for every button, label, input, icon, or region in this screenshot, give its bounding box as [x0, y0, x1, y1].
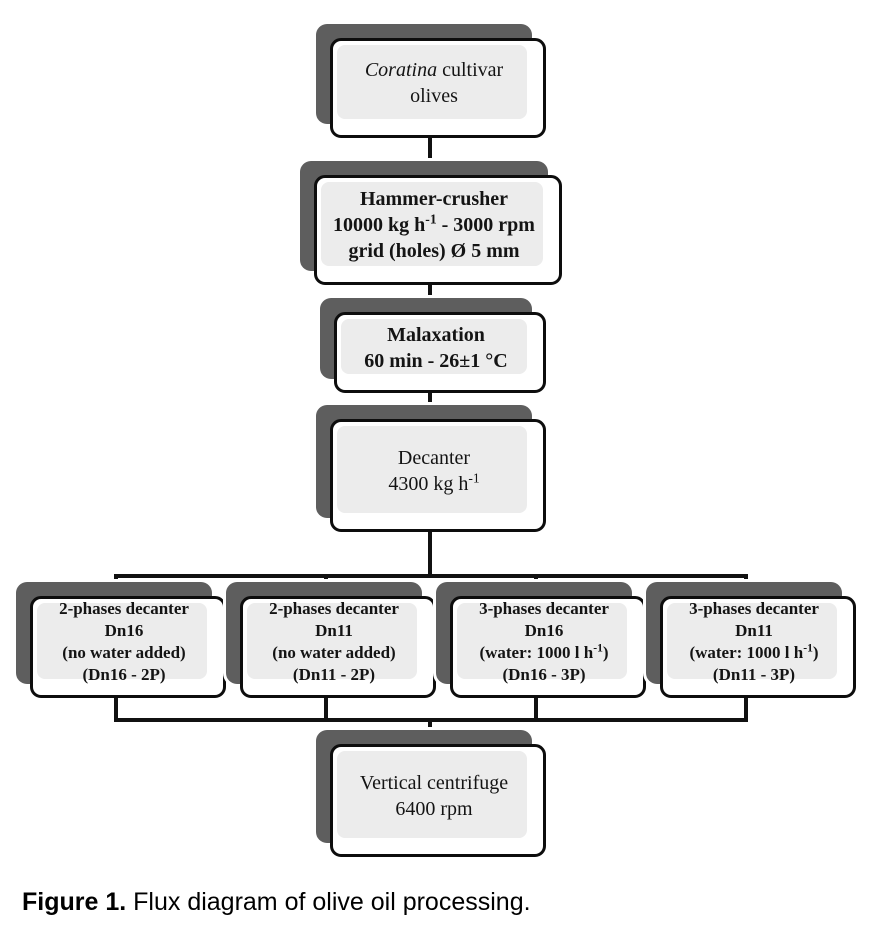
node-label: 3-phases decanter Dn11 (water: 1000 l h-… [660, 596, 856, 698]
node-face [314, 175, 562, 285]
node-branch-dn16-2p: 2-phases decanter Dn16 (no water added) … [16, 582, 226, 698]
node-line-2: 60 min - 26±1 °C [364, 349, 508, 372]
node-inner-panel [337, 45, 527, 119]
node-line-1: Malaxation [387, 323, 485, 346]
node-face [330, 744, 546, 857]
node-inner-panel [341, 319, 527, 374]
node-decanter: Decanter 4300 kg h-1 [316, 405, 546, 532]
node-inner-panel [337, 426, 527, 513]
node-line-2: 10000 kg h-1 - 3000 rpm [333, 211, 535, 236]
node-line-1: Decanter [397, 446, 471, 469]
branch-line-3: (water: 1000 l h-1) [479, 641, 609, 662]
node-face [330, 38, 546, 138]
node-label: 3-phases decanter Dn16 (water: 1000 l h-… [450, 596, 646, 698]
branch-line-1: 3-phases decanter [479, 598, 609, 618]
connector-decanter-to-split [428, 530, 432, 576]
node-branch-dn16-3p: 3-phases decanter Dn16 (water: 1000 l h-… [436, 582, 646, 698]
node-face [30, 596, 226, 698]
connector-crusher-to-malaxation [428, 283, 432, 312]
connector-olives-to-crusher [428, 137, 432, 175]
node-coratina-olives: Coratina cultivar olives [316, 24, 546, 138]
node-line-3: grid (holes) Ø 5 mm [348, 240, 520, 262]
branch-line-2: Dn11 [315, 620, 353, 640]
node-hammer-crusher: Hammer-crusher 10000 kg h-1 - 3000 rpm g… [300, 161, 562, 285]
merge-rise-3 [534, 697, 538, 720]
node-label: Coratina cultivar olives [330, 38, 546, 138]
branch-line-4: (Dn16 - 2P) [82, 665, 166, 685]
node-inner-panel [667, 603, 837, 679]
figure-caption-text: Flux diagram of olive oil processing. [133, 888, 531, 916]
node-face [660, 596, 856, 698]
node-label: 2-phases decanter Dn11 (no water added) … [240, 596, 436, 698]
branch-line-1: 2-phases decanter [59, 598, 189, 618]
node-face [330, 419, 546, 532]
node-inner-panel [337, 751, 527, 838]
node-branch-dn11-2p: 2-phases decanter Dn11 (no water added) … [226, 582, 436, 698]
node-malaxation: Malaxation 60 min - 26±1 °C [320, 298, 546, 393]
node-line-2: 4300 kg h-1 [388, 469, 480, 495]
node-face [450, 596, 646, 698]
figure-caption-label: Figure 1. [22, 888, 127, 916]
merge-rise-2 [324, 697, 328, 720]
node-line-2: olives [410, 85, 458, 107]
node-line-2: 6400 rpm [395, 797, 473, 820]
node-label: 2-phases decanter Dn16 (no water added) … [30, 596, 226, 698]
split-bus [114, 574, 748, 578]
node-inner-panel [457, 603, 627, 679]
figure-caption: Figure 1. Flux diagram of olive oil proc… [22, 888, 868, 917]
node-label: Vertical centrifuge 6400 rpm [330, 744, 546, 857]
merge-rise-1 [114, 697, 118, 720]
branch-line-2: Dn11 [735, 620, 773, 640]
node-face [240, 596, 436, 698]
node-line-1: Coratina cultivar [364, 59, 504, 81]
node-line-1: Vertical centrifuge [359, 771, 509, 794]
branch-line-3: (no water added) [62, 643, 186, 662]
branch-line-4: (Dn11 - 3P) [712, 665, 796, 685]
branch-line-2: Dn16 [524, 620, 564, 640]
node-label: Decanter 4300 kg h-1 [330, 419, 546, 532]
branch-line-4: (Dn16 - 3P) [502, 665, 586, 685]
branch-line-1: 2-phases decanter [269, 598, 399, 618]
branch-line-4: (Dn11 - 2P) [292, 665, 376, 685]
node-inner-panel [321, 182, 543, 266]
node-branch-dn11-3p: 3-phases decanter Dn11 (water: 1000 l h-… [646, 582, 856, 698]
node-inner-panel [247, 603, 417, 679]
node-face [334, 312, 546, 393]
branch-line-2: Dn16 [104, 620, 144, 640]
node-label: Hammer-crusher 10000 kg h-1 - 3000 rpm g… [314, 175, 562, 285]
node-label: Malaxation 60 min - 26±1 °C [334, 312, 546, 393]
branch-line-3: (no water added) [272, 643, 396, 662]
merge-rise-4 [744, 697, 748, 720]
node-inner-panel [37, 603, 207, 679]
node-vertical-centrifuge: Vertical centrifuge 6400 rpm [316, 730, 546, 857]
branch-line-1: 3-phases decanter [689, 598, 819, 618]
node-line-1: Hammer-crusher [359, 188, 509, 210]
branch-line-3: (water: 1000 l h-1) [689, 641, 819, 662]
